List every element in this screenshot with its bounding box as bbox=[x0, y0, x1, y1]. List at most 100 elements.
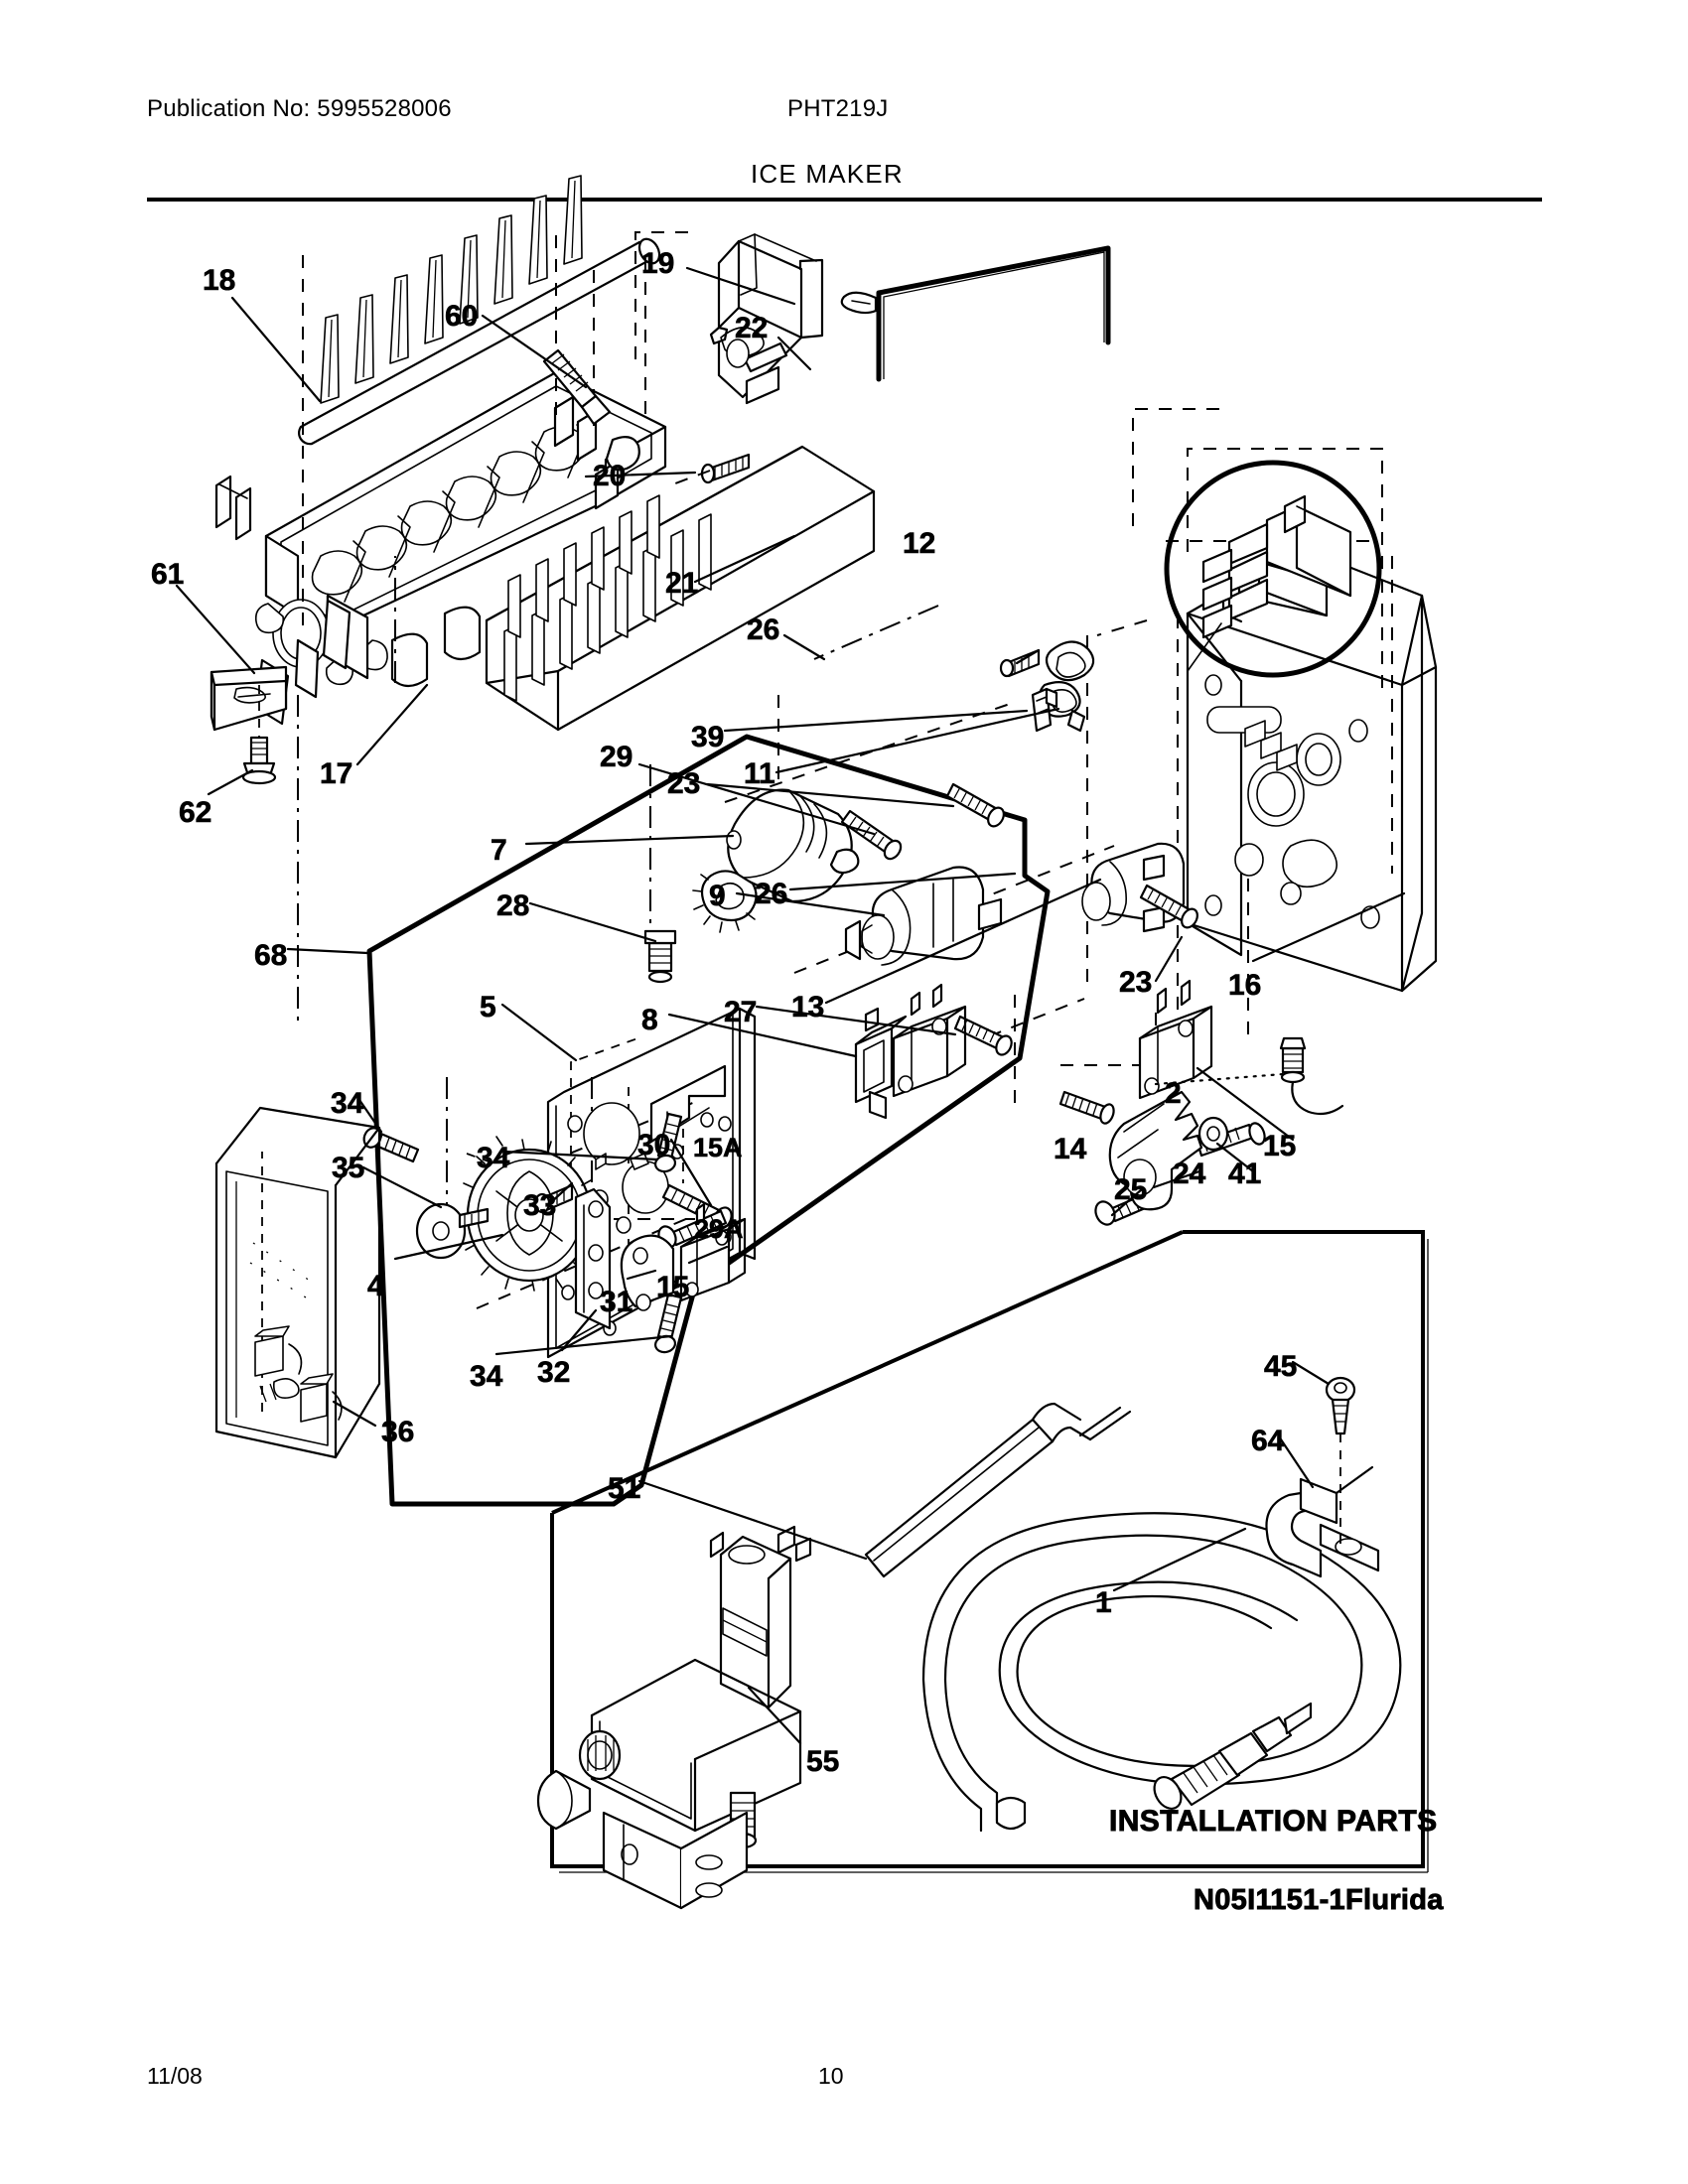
installation-parts-label: INSTALLATION PARTS bbox=[1109, 1805, 1438, 1839]
part-22-shutoff-arm bbox=[840, 245, 1111, 382]
callout-27: 27 bbox=[724, 996, 758, 1028]
page-title: ICE MAKER bbox=[751, 159, 904, 189]
callout-15b: 15 bbox=[1263, 1130, 1297, 1162]
part-51-fill-tube bbox=[864, 1402, 1132, 1578]
tubing-fitting bbox=[1153, 1702, 1313, 1810]
part-21-mold-cover bbox=[485, 445, 876, 732]
callout-32: 32 bbox=[537, 1356, 571, 1389]
part-2-screw bbox=[1279, 1036, 1344, 1116]
callout-26b: 26 bbox=[755, 878, 788, 910]
part-4-timing-gear bbox=[457, 1136, 601, 1292]
callout-24: 24 bbox=[1173, 1158, 1206, 1190]
callout-18: 18 bbox=[203, 264, 236, 297]
leader-lines bbox=[175, 266, 1406, 1745]
callout-35: 35 bbox=[332, 1152, 365, 1184]
model-number: PHT219J bbox=[787, 95, 889, 122]
part-11-thermostat-harness bbox=[1015, 640, 1095, 733]
part-39-clip bbox=[1031, 687, 1058, 733]
callout-39: 39 bbox=[691, 721, 725, 753]
part-19-fill-cup bbox=[709, 233, 824, 405]
callout-15A: 15A bbox=[693, 1133, 743, 1162]
callout-5: 5 bbox=[480, 991, 496, 1024]
part-61-bracket bbox=[210, 665, 288, 732]
part-55-water-valve bbox=[536, 1525, 812, 1910]
part-23-screw-a bbox=[945, 782, 1005, 828]
callout-41: 41 bbox=[1228, 1158, 1262, 1190]
callout-17: 17 bbox=[320, 757, 353, 790]
part-9-solenoid bbox=[844, 866, 1003, 966]
callout-21: 21 bbox=[665, 567, 699, 600]
part-60-screw bbox=[542, 348, 612, 426]
callout-29: 29 bbox=[600, 741, 633, 773]
callout-15c: 15 bbox=[656, 1271, 690, 1303]
part-18-ejector-comb bbox=[298, 175, 661, 446]
installation-parts-box bbox=[550, 1230, 1429, 1873]
callout-9: 9 bbox=[709, 880, 726, 912]
callout-34a: 34 bbox=[331, 1087, 364, 1120]
part-17-ice-mold bbox=[214, 370, 667, 726]
callout-29A: 29A bbox=[694, 1214, 744, 1244]
callout-62: 62 bbox=[179, 796, 212, 829]
callout-8: 8 bbox=[641, 1004, 658, 1036]
part-23-screw-b bbox=[1139, 884, 1198, 929]
part-31-cam bbox=[620, 1234, 675, 1311]
callout-33: 33 bbox=[523, 1189, 557, 1222]
callout-45: 45 bbox=[1264, 1350, 1298, 1383]
part-1-water-tubing bbox=[921, 1512, 1402, 1833]
callout-23b: 23 bbox=[1119, 966, 1153, 999]
part-12-connector-detail bbox=[1164, 460, 1382, 678]
callout-12: 12 bbox=[903, 527, 936, 560]
callout-28: 28 bbox=[496, 889, 530, 922]
callout-55: 55 bbox=[806, 1745, 840, 1778]
part-14-screw bbox=[1058, 1090, 1115, 1125]
callout-14: 14 bbox=[1054, 1133, 1087, 1165]
publication-number: Publication No: 5995528006 bbox=[147, 95, 452, 122]
callout-13: 13 bbox=[791, 991, 825, 1024]
callout-36: 36 bbox=[381, 1416, 415, 1448]
callout-60: 60 bbox=[445, 300, 479, 333]
part-15-switch-right bbox=[1138, 979, 1213, 1100]
header-divider bbox=[147, 198, 1542, 202]
part-35-washer bbox=[415, 1202, 490, 1260]
part-20-screw bbox=[700, 453, 751, 484]
part-16-control-module bbox=[1186, 546, 1438, 993]
callout-2: 2 bbox=[1165, 1077, 1182, 1110]
callout-25: 25 bbox=[1114, 1173, 1148, 1206]
callout-61: 61 bbox=[151, 558, 185, 591]
callout-22: 22 bbox=[735, 312, 769, 344]
callout-19: 19 bbox=[641, 247, 675, 280]
part-68-assembly-outline bbox=[366, 734, 1051, 1507]
part-13-coil bbox=[1081, 842, 1186, 933]
part-8-switch-bracket bbox=[854, 1007, 908, 1120]
callout-4: 4 bbox=[367, 1270, 384, 1302]
callout-30: 30 bbox=[637, 1129, 671, 1161]
part-62-screw bbox=[241, 736, 277, 785]
callout-64: 64 bbox=[1251, 1425, 1285, 1457]
part-26-clip-upper bbox=[999, 648, 1041, 678]
cover-warning-symbols bbox=[254, 1325, 343, 1423]
footer-date: 11/08 bbox=[147, 2063, 203, 2089]
part-64-tube-clamp bbox=[1265, 1433, 1380, 1578]
part-15A-switch bbox=[892, 983, 967, 1098]
footer-page-number: 10 bbox=[818, 2063, 844, 2089]
callout-34c: 34 bbox=[470, 1360, 503, 1393]
callout-1: 1 bbox=[1095, 1586, 1112, 1619]
part-15-switch-lower bbox=[679, 1202, 747, 1302]
callout-23a: 23 bbox=[667, 767, 701, 800]
callout-34b: 34 bbox=[477, 1142, 510, 1174]
callout-51: 51 bbox=[608, 1472, 641, 1505]
callout-20: 20 bbox=[593, 460, 627, 492]
callout-26a: 26 bbox=[747, 614, 780, 646]
part-41-bushing bbox=[1197, 1116, 1229, 1152]
callout-16: 16 bbox=[1228, 969, 1262, 1002]
part-34-screw-b bbox=[653, 1112, 683, 1173]
part-32-bracket bbox=[574, 1187, 612, 1330]
callout-7: 7 bbox=[491, 834, 507, 867]
part-34-screw-a bbox=[362, 1127, 420, 1163]
callout-31: 31 bbox=[600, 1286, 633, 1318]
part-45-screw bbox=[1325, 1376, 1356, 1435]
drawing-reference-number: N05I1151-1Flurida bbox=[1194, 1884, 1444, 1917]
